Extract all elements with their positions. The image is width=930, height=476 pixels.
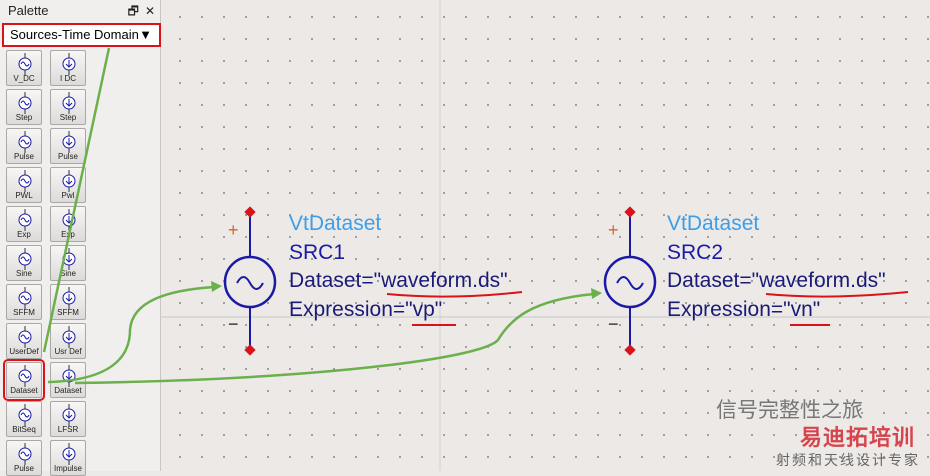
- component-type: VtDataset: [289, 212, 382, 235]
- palette-item-label: BitSeq: [12, 425, 36, 434]
- pin-plus[interactable]: [624, 206, 636, 218]
- palette-item-exp[interactable]: Exp: [6, 206, 42, 242]
- palette-item-i-dc[interactable]: I DC: [50, 50, 86, 86]
- source-symbol-icon: [18, 365, 32, 387]
- palette-item-label: UserDef: [9, 347, 39, 356]
- watermark-overlay: 易迪拓培训: [800, 425, 916, 450]
- palette-item-sine[interactable]: Sine: [50, 245, 86, 281]
- minus-label: −: [608, 314, 619, 334]
- source-symbol-icon: [18, 326, 32, 348]
- close-icon[interactable]: ✕: [144, 4, 155, 18]
- category-dropdown[interactable]: Sources-Time Domain ▼: [2, 23, 161, 47]
- palette-item-label: Step: [15, 113, 33, 122]
- voltage-source-symbol[interactable]: + −: [603, 206, 657, 356]
- palette-item-v_dc[interactable]: V_DC: [6, 50, 42, 86]
- voltage-source-symbol[interactable]: + −: [223, 206, 277, 356]
- palette-item-label: Dataset: [54, 386, 82, 395]
- palette-item-label: SFFM: [13, 308, 35, 317]
- annotation-arrows: [42, 47, 595, 385]
- restore-icon[interactable]: 🗗: [127, 4, 139, 18]
- arrowheads: [211, 281, 602, 299]
- palette-item-label: Usr Def: [54, 347, 82, 356]
- watermark-subtitle: 射频和天线设计专家: [776, 452, 920, 468]
- palette-item-sffm[interactable]: SFFM: [6, 284, 42, 320]
- source-symbol-icon: [18, 53, 32, 75]
- pin-minus[interactable]: [624, 344, 636, 356]
- component-name: SRC2: [667, 240, 724, 264]
- schematic-canvas[interactable]: [161, 0, 930, 471]
- dataset-param: Dataset="waveform.ds": [289, 269, 508, 292]
- source-symbol-icon: [62, 287, 76, 309]
- chevron-down-icon: ▼: [139, 27, 152, 42]
- palette-item-bitseq[interactable]: BitSeq: [6, 401, 42, 437]
- palette-item-lfsr[interactable]: LFSR: [50, 401, 86, 437]
- source-symbol-icon: [18, 248, 32, 270]
- plus-label: +: [608, 220, 619, 240]
- palette-item-pwl[interactable]: PWL: [6, 167, 42, 203]
- pin-minus[interactable]: [244, 344, 256, 356]
- source-symbol-icon: [62, 53, 76, 75]
- palette-item-step[interactable]: Step: [50, 89, 86, 125]
- component-label-1[interactable]: VtDataset SRC1 Dataset="waveform.ds" Exp…: [289, 210, 508, 324]
- expression-param: Expression="vn": [667, 297, 821, 321]
- palette-item-label: Exp: [17, 230, 31, 239]
- palette-title: Palette: [8, 3, 49, 18]
- source-symbol-icon: [18, 209, 32, 231]
- component-label-2[interactable]: VtDataset SRC2 Dataset="waveform.ds" Exp…: [667, 210, 886, 324]
- palette-item-label: Pwl: [61, 191, 75, 200]
- source-symbol-icon: [62, 170, 76, 192]
- pin-plus[interactable]: [244, 206, 256, 218]
- palette-panel: Palette 🗗 ✕ Sources-Time Domain ▼ V_DC I D…: [0, 0, 161, 476]
- dataset-param: Dataset="waveform.ds": [667, 269, 886, 292]
- palette-item-label: Impulse: [53, 464, 82, 473]
- source-symbol-icon: [62, 443, 76, 465]
- expression-param: Expression="vp": [289, 297, 443, 321]
- palette-item-label: SFFM: [57, 308, 79, 317]
- source-symbol-icon: [62, 131, 76, 153]
- component-name: SRC1: [289, 240, 346, 264]
- source-symbol-icon: [18, 287, 32, 309]
- source-symbol-icon: [18, 131, 32, 153]
- palette-item-dataset[interactable]: Dataset: [50, 362, 86, 398]
- palette-item-pulse[interactable]: Pulse: [6, 128, 42, 164]
- plus-label: +: [228, 220, 239, 240]
- palette-item-pulse[interactable]: Pulse: [50, 128, 86, 164]
- palette-item-label: I DC: [60, 74, 76, 83]
- palette-item-label: Sine: [15, 269, 32, 278]
- palette-item-usr-def[interactable]: Usr Def: [50, 323, 86, 359]
- minus-label: −: [228, 314, 239, 334]
- source-symbol-icon: [62, 92, 76, 114]
- palette-item-label: LFSR: [57, 425, 79, 434]
- source-symbol-icon: [62, 326, 76, 348]
- source-symbol-icon: [18, 443, 32, 465]
- palette-item-label: Sine: [59, 269, 76, 278]
- palette-item-sine[interactable]: Sine: [6, 245, 42, 281]
- source-symbol-icon: [18, 170, 32, 192]
- category-value: Sources-Time Domain: [10, 27, 139, 42]
- component-type: VtDataset: [667, 212, 760, 235]
- palette-item-label: V_DC: [13, 74, 35, 83]
- palette-item-step[interactable]: Step: [6, 89, 42, 125]
- annotation-underlines: [386, 291, 909, 326]
- source-symbol-icon: [62, 404, 76, 426]
- palette-item-dataset[interactable]: Dataset: [3, 359, 45, 401]
- source-symbol-icon: [62, 248, 76, 270]
- source-symbol-icon: [18, 92, 32, 114]
- source-symbol-icon: [18, 404, 32, 426]
- palette-item-label: Pulse: [13, 152, 34, 161]
- palette-item-label: Dataset: [10, 386, 38, 395]
- palette-header: Palette 🗗 ✕: [0, 0, 160, 22]
- palette-item-label: PWL: [15, 191, 33, 200]
- palette-item-impulse[interactable]: Impulse: [50, 440, 86, 476]
- palette-item-label: Pulse: [57, 152, 78, 161]
- palette-item-label: Pulse: [13, 464, 34, 473]
- palette-item-userdef[interactable]: UserDef: [6, 323, 42, 359]
- palette-item-label: Step: [59, 113, 77, 122]
- watermark-text: 信号完整性之旅: [716, 399, 863, 422]
